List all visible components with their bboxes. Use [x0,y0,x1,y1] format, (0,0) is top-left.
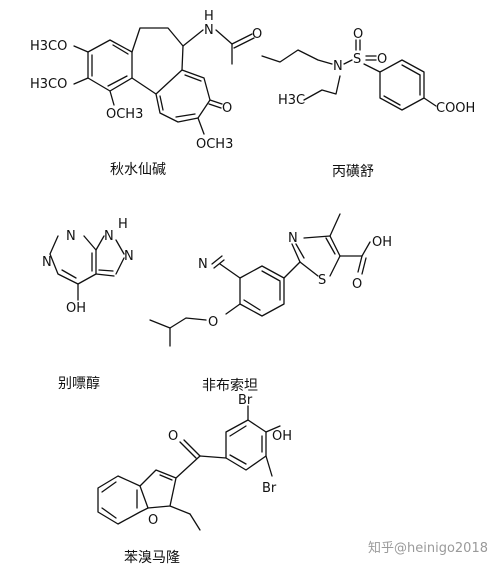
watermark: 知乎 @heinigo2018 [368,540,488,556]
febuxostat-name: 非布索坦 [202,377,258,394]
probenecid-o-right: O [377,52,387,67]
probenecid-sulfur: S [353,52,361,67]
colchicine-ketone-o: O [222,101,232,116]
febuxostat-thiazole-s: S [318,273,326,288]
watermark-handle: @heinigo2018 [394,541,488,556]
benzbromarone-oh: OH [272,429,292,444]
probenecid-o-top: O [353,27,363,42]
febuxostat-structure: N N S OH O O 非布索坦 [149,213,392,394]
probenecid-methyl: H3C [278,93,305,108]
allopurinol-atoms: N N H N N OH [42,217,134,316]
probenecid-bonds [261,39,437,111]
colchicine-structure: H3CO H3CO OCH3 OCH3 H N O O 秋水仙碱 [30,9,262,178]
colchicine-methoxy-4: OCH3 [196,137,233,152]
allopurinol-n1: N [66,229,76,244]
benzbromarone-structure: Br OH Br O O 苯溴马隆 [97,393,292,566]
allopurinol-nh-h: H [118,217,128,232]
febuxostat-thiazole-n: N [288,231,298,246]
benzbromarone-br-bottom: Br [262,481,277,496]
probenecid-atoms: S O O N H3C COOH [278,27,475,116]
febuxostat-acid-oh: OH [372,235,392,250]
probenecid-structure: S O O N H3C COOH 丙磺舒 [261,27,475,180]
febuxostat-nitrile-n: N [198,257,208,272]
colchicine-methoxy-1: H3CO [30,39,67,54]
colchicine-amide-n: N [204,23,214,38]
allopurinol-oh: OH [66,301,86,316]
benzbromarone-furan-o: O [148,513,158,528]
colchicine-bonds [73,27,255,135]
benzbromarone-bonds [97,405,281,531]
probenecid-name: 丙磺舒 [332,164,374,180]
allopurinol-n2: N [124,249,134,264]
febuxostat-ether-o: O [208,315,218,330]
allopurinol-name: 别嘌醇 [58,375,100,392]
benzbromarone-atoms: Br OH Br O O [148,393,292,528]
allopurinol-nh-n: N [104,229,114,244]
watermark-site: 知乎 [368,540,394,556]
benzbromarone-br-top: Br [238,393,253,408]
probenecid-acid: COOH [436,101,475,116]
febuxostat-bonds [149,213,371,347]
allopurinol-n4: N [42,255,52,270]
colchicine-name: 秋水仙碱 [110,162,166,178]
benzbromarone-ketone-o: O [168,429,178,444]
allopurinol-structure: N N H N N OH 别嘌醇 [42,217,134,392]
colchicine-methoxy-3: OCH3 [106,107,143,122]
febuxostat-atoms: N N S OH O O [198,231,392,330]
allopurinol-bonds [49,235,125,301]
probenecid-nitrogen: N [333,59,343,74]
febuxostat-acid-o: O [352,277,362,292]
benzbromarone-name: 苯溴马隆 [124,549,180,566]
colchicine-amide-h: H [204,9,214,24]
colchicine-atoms: H3CO H3CO OCH3 OCH3 H N O O [30,9,262,152]
colchicine-amide-o: O [252,27,262,42]
colchicine-methoxy-2: H3CO [30,77,67,92]
